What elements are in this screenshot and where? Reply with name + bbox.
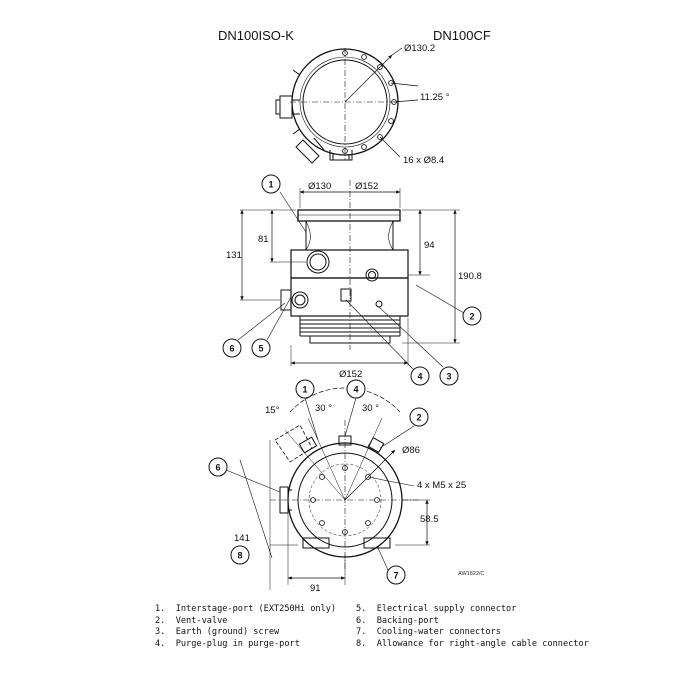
side-h94: 94	[424, 240, 435, 251]
side-dia-cf: Ø152	[355, 181, 378, 192]
callout-side-1: 1	[261, 174, 281, 194]
bottom-backing-port	[279, 486, 289, 514]
callout-bot-4: 4	[346, 379, 366, 399]
bottom-dia86: Ø86	[402, 445, 420, 456]
top-base-mount	[329, 150, 353, 161]
side-main-body	[290, 249, 409, 279]
callout-side-6-num: 6	[229, 344, 234, 354]
top-cooling-connector	[295, 139, 320, 164]
side-backing-port	[280, 289, 292, 311]
side-view	[237, 180, 465, 371]
top-bolts-label: 16 x Ø8.4	[403, 155, 444, 166]
callout-bot-8: 8	[230, 545, 250, 565]
side-purge-plug	[340, 288, 352, 302]
legend-item-2: 2. Vent-valve	[155, 615, 228, 626]
legend-item-3: 3. Earth (ground) screw	[155, 627, 280, 638]
callout-bot-2-num: 2	[416, 413, 421, 423]
legend-right: 5. Electrical supply connector 6. Backin…	[356, 604, 589, 650]
bottom-ang15: 15°	[265, 405, 280, 416]
top-view	[275, 47, 419, 164]
callout-side-5-num: 5	[258, 344, 263, 354]
callout-side-1-num: 1	[268, 180, 273, 190]
callout-bot-8-num: 8	[237, 551, 242, 561]
legend-item-5: 5. Electrical supply connector	[356, 604, 517, 614]
top-angle-label: 11.25 °	[420, 92, 450, 103]
top-backing-port	[279, 95, 293, 119]
callout-side-3-num: 3	[446, 372, 451, 382]
side-h131: 131	[226, 250, 242, 261]
bottom-holes	[310, 465, 380, 535]
bottom-vent-valve	[367, 436, 385, 454]
callout-bot-4-num: 4	[353, 385, 358, 395]
bottom-view	[225, 387, 430, 590]
legend-item-8: 8. Allowance for right-angle cable conne…	[356, 638, 589, 649]
top-dia-label: Ø130.2	[404, 43, 435, 54]
side-top-flange	[297, 209, 401, 222]
callout-bot-1-num: 1	[302, 385, 307, 395]
side-lower-body	[290, 277, 409, 317]
callout-bot-6-num: 6	[215, 463, 220, 473]
side-upper-body	[305, 221, 394, 250]
legend-item-4: 4. Purge-plug in purge-port	[155, 638, 300, 649]
callout-bot-6: 6	[208, 457, 228, 477]
callout-side-4: 4	[410, 366, 430, 386]
callout-bot-1: 1	[295, 379, 315, 399]
side-earth-screw	[375, 300, 383, 308]
bottom-d91: 91	[310, 583, 321, 594]
bottom-d58: 58.5	[420, 514, 439, 525]
bottom-cooling-right	[363, 537, 391, 549]
callout-bot-7: 7	[386, 565, 406, 585]
callout-side-4-num: 4	[417, 372, 422, 382]
callout-bot-2: 2	[409, 407, 429, 427]
side-dia-iso: Ø130	[308, 181, 331, 192]
side-dia-base: Ø152	[339, 369, 362, 380]
side-interstage-port	[306, 250, 330, 274]
callout-side-3: 3	[439, 366, 459, 386]
bottom-ang30b: 30 °	[362, 403, 379, 414]
side-vent-valve	[365, 268, 379, 282]
bottom-cooling-left	[302, 537, 330, 549]
header-cf: DN100CF	[433, 28, 491, 43]
bottom-cable-allowance	[274, 424, 313, 463]
bottom-screws: 4 x M5 x 25	[417, 480, 466, 491]
bottom-ref: AW1822/C	[458, 571, 484, 577]
legend-item-6: 6. Backing-port	[356, 615, 439, 626]
legend-item-1: 1. Interstage-port (EXT250Hi only)	[155, 604, 337, 614]
callout-bot-7-num: 7	[393, 571, 398, 581]
bottom-callouts: 1 4 2 6 8 7	[208, 379, 429, 585]
side-h190: 190.8	[458, 271, 482, 282]
callout-side-2: 2	[462, 306, 482, 326]
side-callouts: 1 2 3 4 6 5	[222, 174, 482, 386]
top-iso-clamp	[292, 69, 301, 135]
callout-side-5: 5	[251, 338, 271, 358]
legend-item-7: 7. Cooling-water connectors	[356, 627, 501, 638]
side-h81: 81	[258, 234, 269, 245]
callout-side-6: 6	[222, 338, 242, 358]
bottom-d141: 141	[234, 533, 250, 544]
header-iso: DN100ISO-K	[218, 28, 294, 43]
callout-side-2-num: 2	[469, 312, 474, 322]
legend-left: 1. Interstage-port (EXT250Hi only) 2. Ve…	[155, 604, 336, 650]
bottom-ang30a: 30 °	[315, 403, 332, 414]
